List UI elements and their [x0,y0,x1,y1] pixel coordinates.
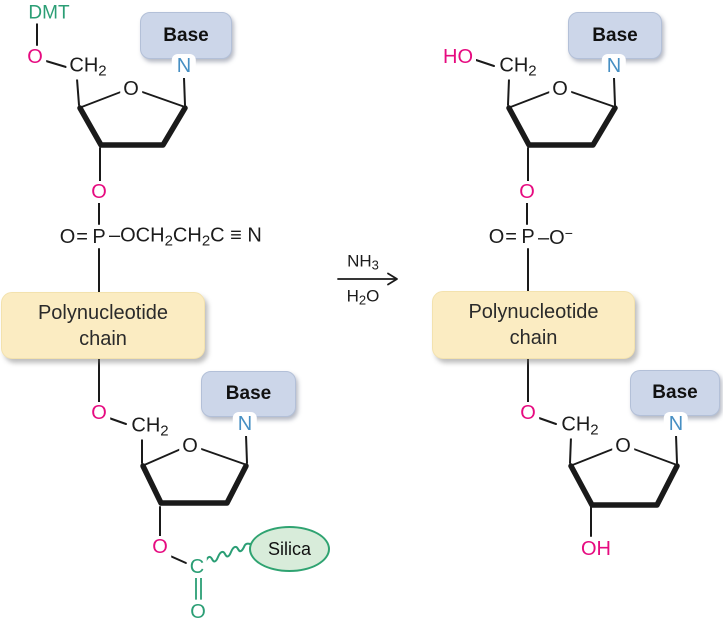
arrow-head [387,272,398,286]
ch2-main: CH [131,414,161,437]
silica-label: Silica [267,538,311,559]
n4-c1-bond [675,434,678,464]
ch2-main: CH [561,413,591,436]
phosphate-o-minus: –O− [535,225,576,249]
ch2-subscript: 2 [160,422,169,440]
cyanoethyl-part-1: –OCH [109,224,165,247]
phosphorus-2: P [518,226,538,248]
o5-oxygen: O [24,46,46,68]
ch2-group-4: CH2 [558,413,602,439]
o-minus-charge: − [564,225,573,241]
o3-oxygen-2: O [516,181,538,203]
ring1-oxygen: O [120,78,142,100]
glycosidic-nitrogen-1: N [171,54,197,78]
ring3-oxygen: O [549,78,571,100]
ch2-group-3: CH2 [496,54,540,80]
o3-oxygen-1: O [88,181,110,203]
chain-box-1-line-2: chain [79,327,127,350]
h2o-o: O [366,286,380,306]
ch2-subscript: 2 [98,62,107,80]
o5-ch2-bond-3 [538,417,557,425]
base-label-4: Base [652,382,698,403]
base-box-4: Base [630,370,720,416]
n3-c1-bond [613,77,616,106]
h2o-h: H [346,286,359,306]
silica-support: Silica [249,526,330,572]
base-label-2: Base [225,383,272,404]
polynucleotide-chain-box-2: Polynucleotide chain [432,291,635,359]
ch2-group-1: CH2 [66,54,110,80]
ring4-bottom-edges [568,463,680,508]
base-box-1: Base [140,12,232,59]
o5-ch2-bond-2 [108,417,127,425]
nitrile-group: C ≡ N [210,224,262,247]
chain-box-2-line-1: Polynucleotide [468,301,599,323]
ch2-subscript: 2 [590,421,599,439]
ch2-c4-bond-3 [507,78,510,106]
o5-ch2-bond [45,60,67,68]
dmt-label: DMT [25,2,73,24]
glycosidic-nitrogen-3: N [601,54,627,78]
polynucleotide-chain-box-1: Polynucleotide chain [1,292,205,359]
cyanoethyl-part-2: CH [172,224,202,247]
chain-box-1-line-1: Polynucleotide [37,301,169,324]
o5-oxygen-2: O [88,402,110,424]
cyanoethyl-sub-1: 2 [164,232,173,250]
ho-ch2-bond [475,59,495,67]
chain-box-2-line-2: chain [509,327,558,349]
ester-carbon: C [186,556,208,578]
base-label-3: Base [592,24,638,46]
reaction-arrow-shape [337,272,398,286]
ring2-oxygen: O [179,435,201,457]
ring4-oxygen: O [612,435,634,457]
base-box-3: Base [568,12,662,59]
ch2-group-2: CH2 [128,414,172,440]
base-label-1: Base [163,24,209,46]
phosphoryl-oxygen-2: O= [485,226,521,248]
n1-c1-bond [183,77,186,106]
oh-hydroxyl: OH [578,538,614,560]
carbonyl-oxygen: O [187,601,209,623]
phosphoryl-oxygen-1: O= [56,226,92,248]
ch2-c4-bond-4 [569,436,572,464]
o-minus-main: –O [538,227,565,249]
cyanoethyl-group: –OCH2CH2C ≡ N [106,224,265,250]
n2-c1-bond [245,434,248,464]
nh3-subscript: 3 [371,257,379,273]
o-ester-c-bond [167,554,187,564]
ch2-main: CH [69,54,99,77]
ho-hydroxyl: HO [440,46,476,68]
solvent-h2o: H2O [343,286,383,308]
silica-squiggle-bond [204,542,251,564]
ch2-main: CH [499,54,529,77]
ring1-bottom-edges [77,105,188,148]
ch2-subscript: 2 [528,62,537,80]
ring3-bottom-edges [506,105,618,148]
ch2-c4-bond [76,78,80,106]
cyanoethyl-sub-2: 2 [201,232,211,250]
reagent-nh3: NH3 [344,251,382,273]
o5-oxygen-3: O [517,402,539,424]
nh3-main: NH [347,251,372,271]
base-box-2: Base [201,371,296,417]
glycosidic-nitrogen-2: N [232,412,258,436]
ester-oxygen: O [149,536,171,558]
ring2-bottom-edges [140,463,249,506]
glycosidic-nitrogen-4: N [663,412,689,436]
h2o-subscript: 2 [358,292,367,308]
phosphorus-1: P [89,226,109,248]
